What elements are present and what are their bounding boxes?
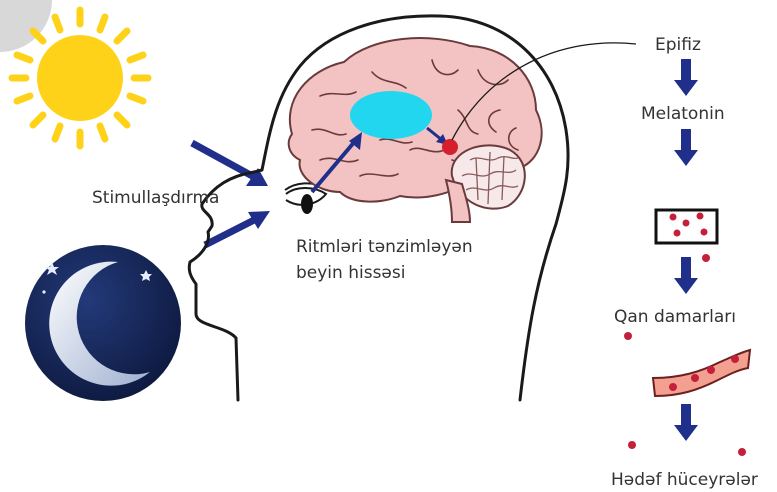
pineal-gland [442, 139, 458, 155]
pineal-label: Epifiz [655, 34, 701, 56]
moon-icon [25, 245, 181, 401]
rhythm-region-label: Ritmləri tənzimləyən beyin hissəsi [296, 234, 516, 286]
rhythm-region [350, 91, 432, 139]
stimulation-label: Stimullaşdırma [92, 187, 219, 209]
melatonin-label: Melatonin [641, 103, 725, 125]
blood-vessels-label: Qan damarları [614, 306, 736, 328]
blood-vessel [653, 350, 750, 396]
melatonin-box [656, 210, 717, 243]
target-cells-label: Hədəf hüceyrələr [611, 469, 758, 491]
sun-icon [12, 10, 148, 146]
